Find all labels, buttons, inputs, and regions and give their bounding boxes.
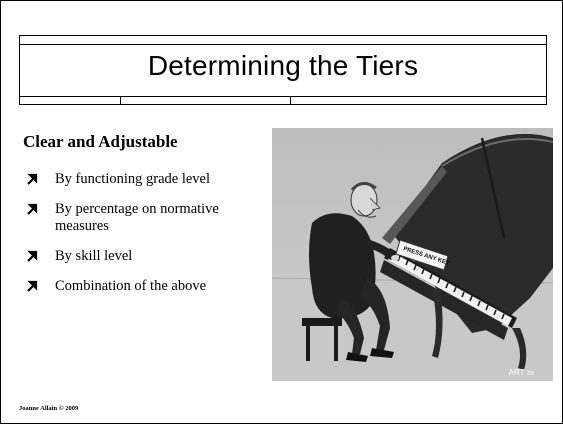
arrow-bullet-icon (27, 173, 38, 185)
title-top-rule (19, 44, 547, 45)
bullet-list: By functioning grade level By percentage… (23, 171, 273, 308)
title-divider (120, 97, 121, 105)
bullet-text: By skill level (55, 248, 133, 264)
bullet-item: By percentage on normative measures (23, 201, 273, 235)
bullet-item: By skill level (23, 248, 273, 265)
grand-piano (380, 133, 553, 370)
title-divider (290, 97, 291, 105)
bullet-text: Combination of the above (55, 278, 207, 294)
title-bottom-frame (19, 97, 547, 105)
bullet-item: By functioning grade level (23, 171, 273, 188)
pianist-figure (302, 182, 399, 362)
footer-copyright: Joanne Allain © 2009 (19, 405, 79, 412)
arrow-bullet-icon (27, 280, 38, 292)
piano-cartoon-image: PRESS ANY KEY ART m (272, 128, 553, 381)
bullet-text: By percentage on normative measures (55, 201, 219, 234)
bullet-item: Combination of the above (23, 278, 273, 295)
artist-signature: ART m (508, 368, 534, 377)
arrow-bullet-icon (27, 250, 38, 262)
bullet-text: By functioning grade level (55, 171, 211, 187)
section-heading: Clear and Adjustable (23, 132, 178, 151)
slide-title: Determining the Tiers (147, 50, 419, 81)
arrow-bullet-icon (27, 203, 38, 215)
title-box: Determining the Tiers (19, 35, 547, 97)
